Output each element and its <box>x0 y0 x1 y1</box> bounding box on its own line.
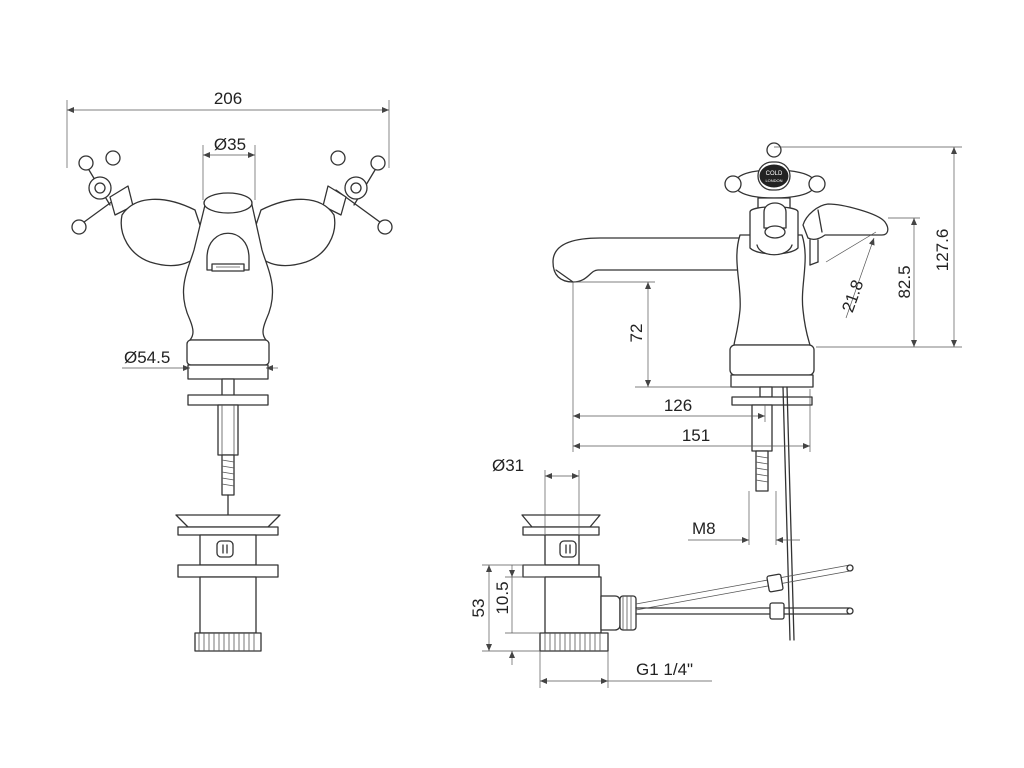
front-dimension-d35: Ø35 <box>202 135 256 200</box>
dim-21-8-label: 21.8 <box>838 277 867 315</box>
dim-d35-label: Ø35 <box>214 135 246 154</box>
dim-g1-1-4-label: G1 1/4" <box>636 660 693 679</box>
waste-thread <box>194 632 262 652</box>
side-dimension-m8: M8 <box>688 491 800 545</box>
left-cross-handle <box>71 150 134 235</box>
side-dimension-127-6: 127.6 <box>774 146 962 348</box>
pull-rod <box>782 386 791 641</box>
side-backnut <box>731 396 813 406</box>
side-lever <box>802 203 889 266</box>
side-waste-thread-hatch <box>544 633 601 651</box>
top-dome <box>203 192 253 214</box>
backnut <box>187 394 269 406</box>
side-dimension-82-5: 82.5 <box>888 217 920 347</box>
waste-collar <box>177 526 279 536</box>
front-dimension-206: 206 <box>66 89 390 168</box>
side-dimension-72: 72 <box>573 281 732 388</box>
overflow-slot <box>216 540 234 558</box>
thread-hatching <box>221 459 235 487</box>
side-base-collar <box>729 344 815 376</box>
badge-cold-label: COLD <box>766 171 783 177</box>
dim-d31-label: Ø31 <box>492 456 524 475</box>
side-overflow-slot <box>559 540 577 558</box>
rod-clip-lower <box>769 602 785 620</box>
side-spout <box>552 237 751 283</box>
dim-10-5-label: 10.5 <box>493 581 512 614</box>
badge-maker-label: LONDON <box>765 178 782 183</box>
side-view-waste <box>521 514 854 652</box>
dim-126-label: 126 <box>664 396 692 415</box>
handle-badge <box>759 164 789 188</box>
dim-d54-5-label: Ø54.5 <box>124 348 170 367</box>
side-cross-handle: COLD LONDON <box>724 142 826 256</box>
dim-82-5-label: 82.5 <box>895 265 914 298</box>
side-dimension-126: 126 <box>572 282 766 452</box>
side-dimension-21-8: 21.8 <box>825 231 877 319</box>
waste-nut <box>177 564 279 578</box>
waste-dimension-d31: Ø31 <box>492 456 580 534</box>
base-collar <box>186 339 270 366</box>
side-waste-spigot <box>600 595 621 631</box>
side-waste-flange <box>521 514 601 528</box>
waste-dimension-10-5: 10.5 <box>493 565 545 665</box>
dim-m8-label: M8 <box>692 519 716 538</box>
side-base-plate <box>730 374 814 388</box>
pivot-rod-raised <box>635 564 851 605</box>
fixing-shank <box>217 404 239 456</box>
nut-knurl <box>622 596 632 630</box>
spout-outlet <box>206 232 250 271</box>
waste-flange <box>175 514 281 528</box>
dim-127-6-label: 127.6 <box>933 229 952 272</box>
aerator <box>211 263 245 272</box>
waste-body-upper <box>199 534 257 566</box>
base-plate <box>187 364 269 380</box>
front-view-tap <box>71 150 393 516</box>
waste-thread-hatch <box>198 633 255 651</box>
dim-53-label: 53 <box>469 599 488 618</box>
side-fixing-thread <box>755 450 769 492</box>
front-view-waste <box>175 514 281 652</box>
rod-clip-upper <box>766 573 784 593</box>
side-dimension-151: 151 <box>573 389 811 452</box>
right-cross-handle <box>322 150 393 235</box>
dim-72-label: 72 <box>627 324 646 343</box>
dim-151-label: 151 <box>682 426 710 445</box>
waste-body-lower <box>199 576 257 634</box>
waste-dimension-g1-1-4: G1 1/4" <box>539 651 712 688</box>
front-dimension-d54-5: Ø54.5 <box>122 348 278 371</box>
side-waste-nut <box>619 595 637 631</box>
side-thread-hatching <box>755 455 769 483</box>
side-fixing-shank <box>751 404 773 452</box>
side-view-tap: COLD LONDON <box>552 142 889 641</box>
dim-206-label: 206 <box>214 89 242 108</box>
